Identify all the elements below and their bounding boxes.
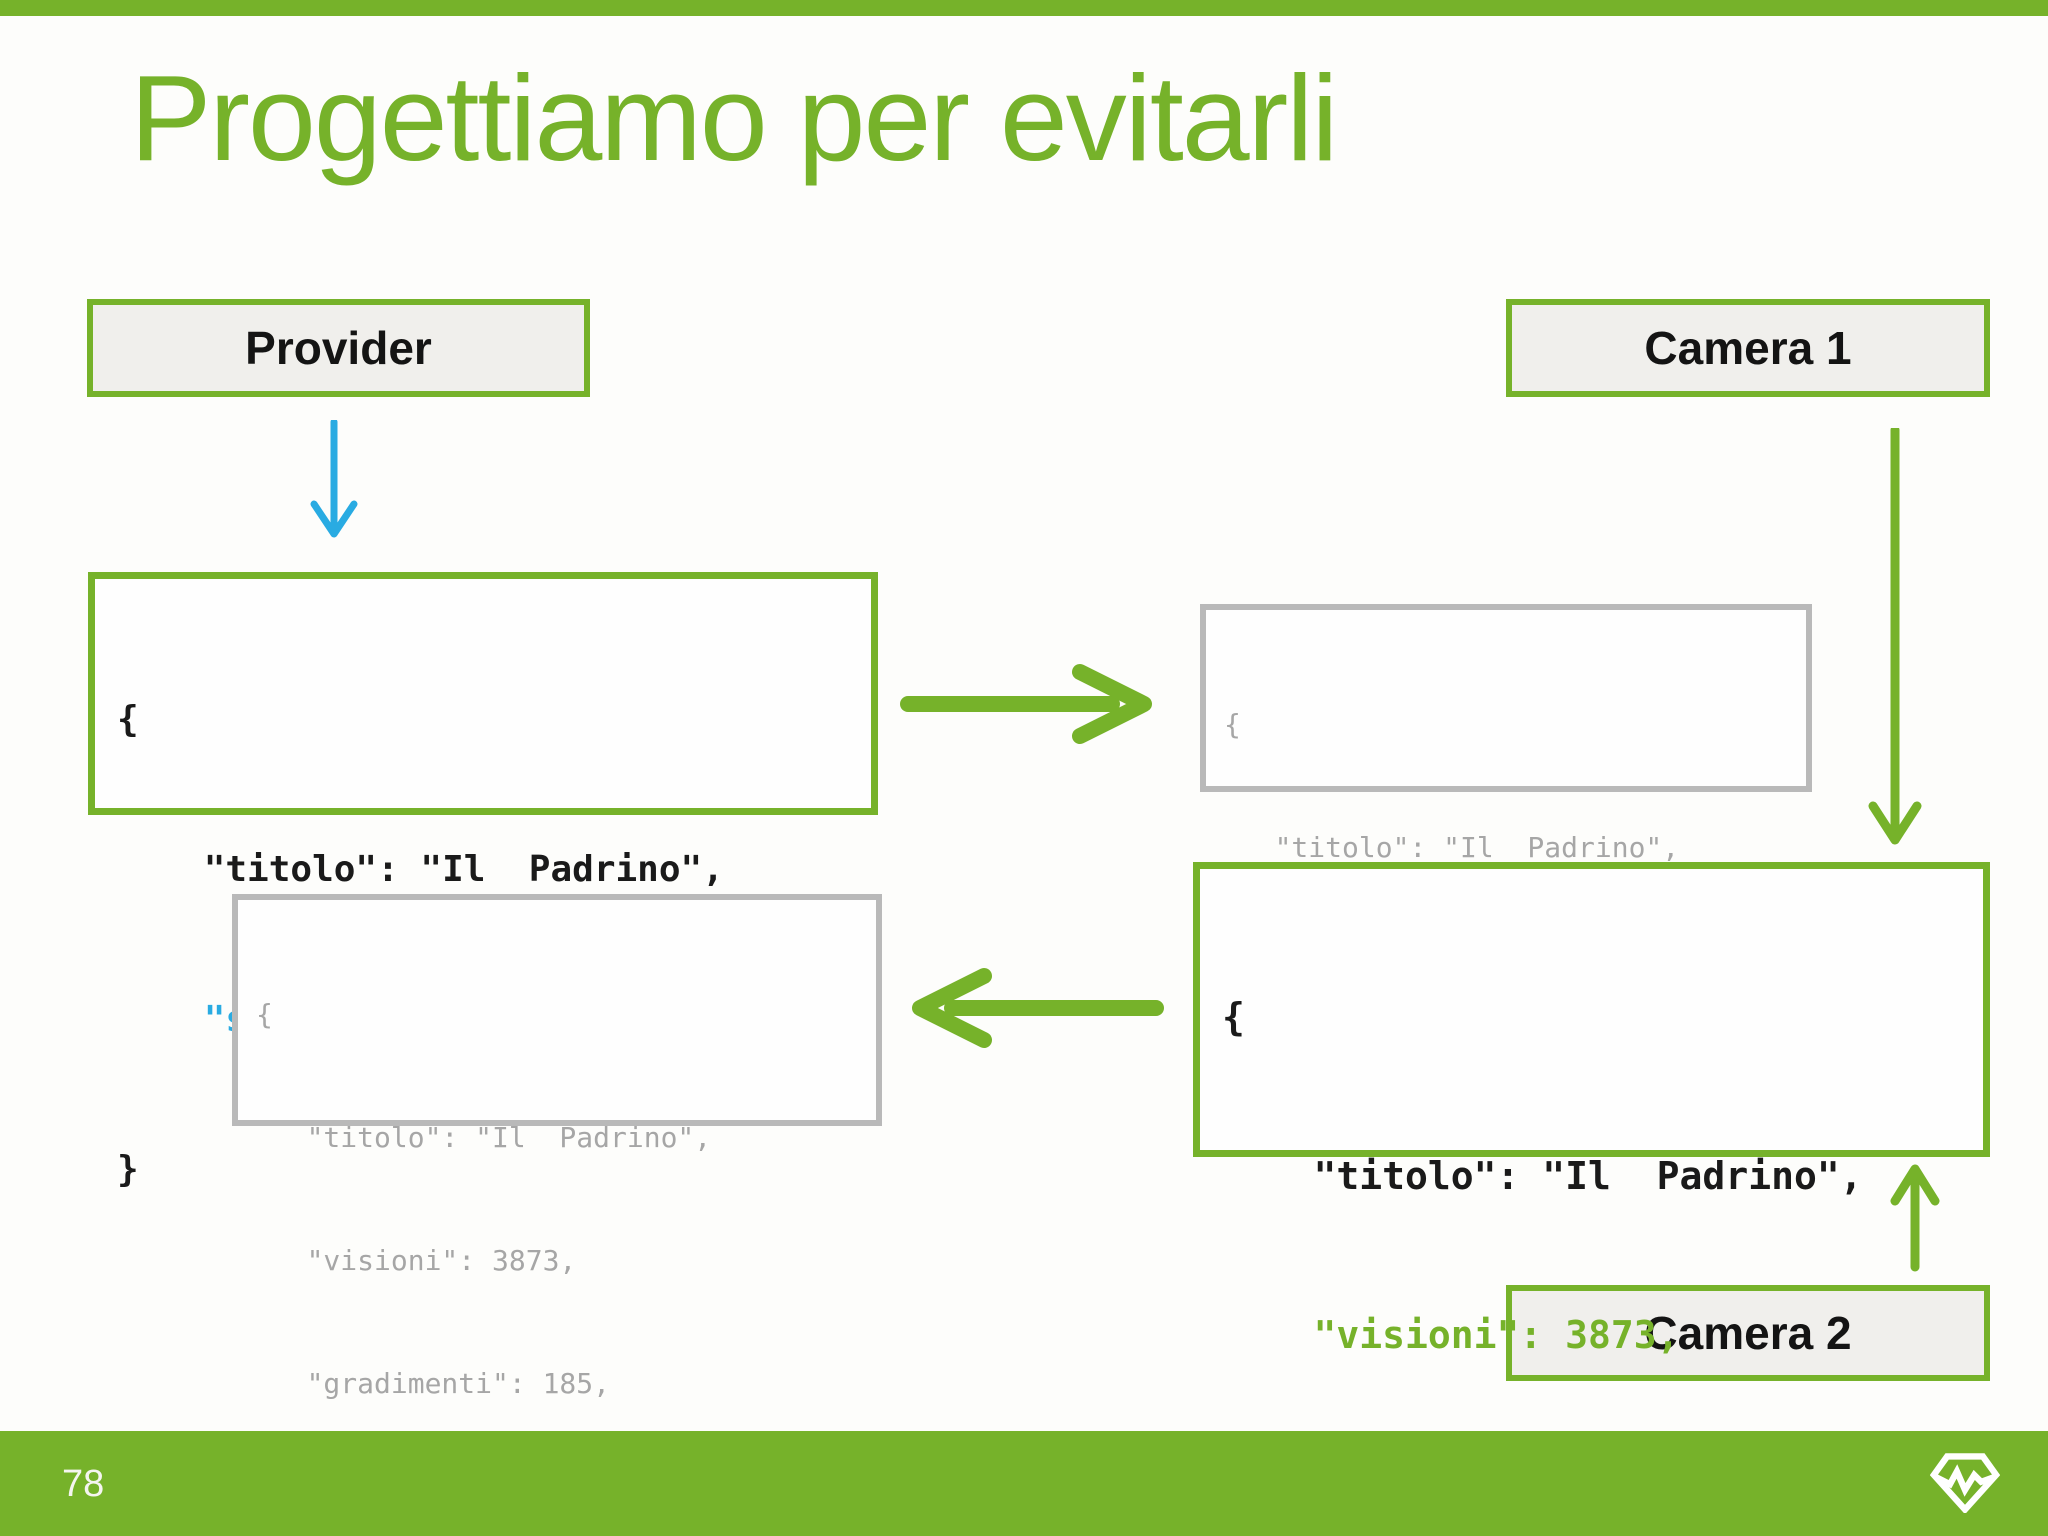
node-provider: Provider <box>87 299 590 397</box>
code-line: "titolo": "Il Padrino", <box>1224 831 1680 864</box>
code-line: "titolo": "Il Padrino", <box>1222 1154 1863 1198</box>
code-line: { <box>1224 708 1241 741</box>
footer-bar: 78 <box>0 1431 2048 1536</box>
sync-left-arrow-icon <box>912 968 1164 1048</box>
provider-json-box: { "titolo": "Il Padrino", "sommario": ".… <box>88 572 878 1190</box>
camera2-copy-json-box: { "titolo": "Il Padrino", "visioni": 387… <box>232 894 882 1523</box>
node-camera2: Camera 2 <box>1506 1285 1990 1381</box>
code-line: "titolo": "Il Padrino", <box>117 849 724 890</box>
camera2-json-box: { "titolo": "Il Padrino", "visioni": 387… <box>1193 862 1990 1516</box>
node-provider-label: Provider <box>245 322 432 374</box>
code-line: "gradimenti": 185, <box>256 1367 611 1400</box>
top-accent-bar <box>0 0 2048 16</box>
page-number: 78 <box>62 1463 105 1505</box>
camera2-up-arrow-icon <box>1890 1164 1940 1272</box>
code-line: "visioni": 3873, <box>1222 1313 1680 1357</box>
code-line: { <box>117 699 139 740</box>
slide-title: Progettiamo per evitarli <box>130 50 1338 186</box>
camera1-down-arrow-icon <box>1868 428 1922 845</box>
node-camera2-label: Camera 2 <box>1644 1307 1852 1359</box>
camera1-copy-json-box: { "titolo": "Il Padrino", "sommario": ".… <box>1200 604 1812 1110</box>
code-line: } <box>117 1149 139 1190</box>
provider-down-arrow-icon <box>310 420 358 538</box>
code-line: "titolo": "Il Padrino", <box>256 1121 712 1154</box>
node-camera1: Camera 1 <box>1506 299 1990 397</box>
diamond-pulse-logo-icon <box>1930 1453 2000 1513</box>
code-line: "visioni": 3873, <box>256 1244 577 1277</box>
code-line: { <box>1222 995 1245 1039</box>
sync-right-arrow-icon <box>900 664 1152 744</box>
node-camera1-label: Camera 1 <box>1644 322 1852 374</box>
code-line: { <box>256 998 273 1031</box>
